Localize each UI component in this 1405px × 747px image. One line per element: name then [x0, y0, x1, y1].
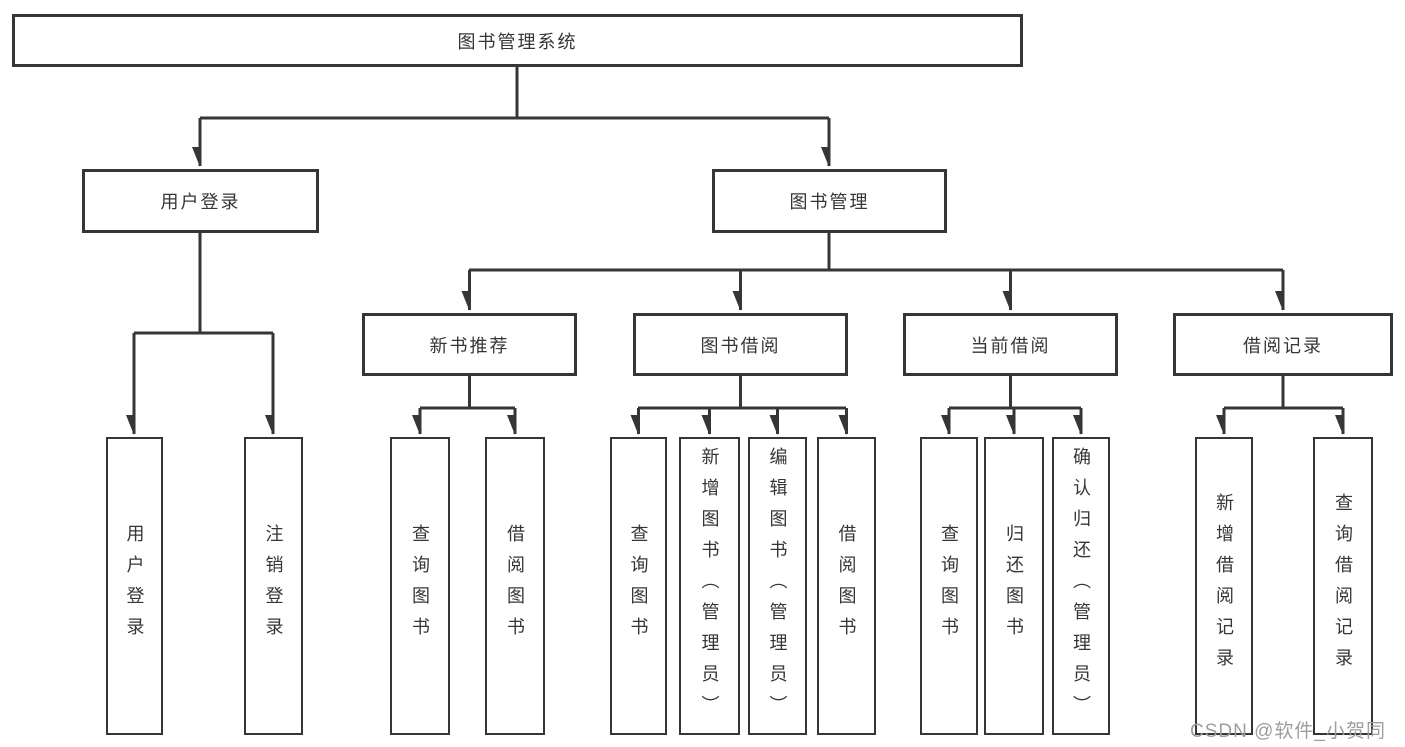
edges-borrow-records — [1224, 376, 1345, 434]
node-borrow-records: 借阅记录 — [1173, 313, 1393, 376]
edges-root — [200, 67, 831, 166]
node-leaf-query-books-3: 查询图书 — [920, 437, 978, 735]
node-new-book-recommend: 新书推荐 — [362, 313, 577, 376]
node-user-login: 用户登录 — [82, 169, 319, 233]
csdn-watermark: CSDN @软件_小贺同学 — [1190, 721, 1386, 742]
edges-book-borrow — [638, 376, 848, 434]
node-leaf-query-books-1: 查询图书 — [390, 437, 450, 735]
node-root-system: 图书管理系统 — [12, 14, 1023, 67]
node-leaf-edit-books-admin: 编辑图书（管理员） — [748, 437, 807, 735]
node-book-management: 图书管理 — [712, 169, 947, 233]
node-book-borrow: 图书借阅 — [633, 313, 848, 376]
node-leaf-logout: 注销登录 — [244, 437, 303, 735]
node-leaf-return-books: 归还图书 — [984, 437, 1044, 735]
node-leaf-borrow-books-1: 借阅图书 — [485, 437, 545, 735]
node-leaf-query-borrow-record: 查询借阅记录 — [1313, 437, 1373, 735]
node-leaf-borrow-books-2: 借阅图书 — [817, 437, 876, 735]
edges-user-login — [134, 233, 275, 434]
node-current-borrow: 当前借阅 — [903, 313, 1118, 376]
edges-current-borrow — [949, 376, 1083, 434]
node-leaf-user-login: 用户登录 — [106, 437, 163, 735]
node-leaf-query-books-2: 查询图书 — [610, 437, 667, 735]
node-leaf-add-books-admin: 新增图书（管理员） — [679, 437, 740, 735]
node-leaf-confirm-return-admin: 确认归还（管理员） — [1052, 437, 1110, 735]
node-leaf-add-borrow-record: 新增借阅记录 — [1195, 437, 1253, 735]
edges-new-book-recommend — [420, 376, 517, 434]
edges-book-management — [469, 233, 1285, 310]
